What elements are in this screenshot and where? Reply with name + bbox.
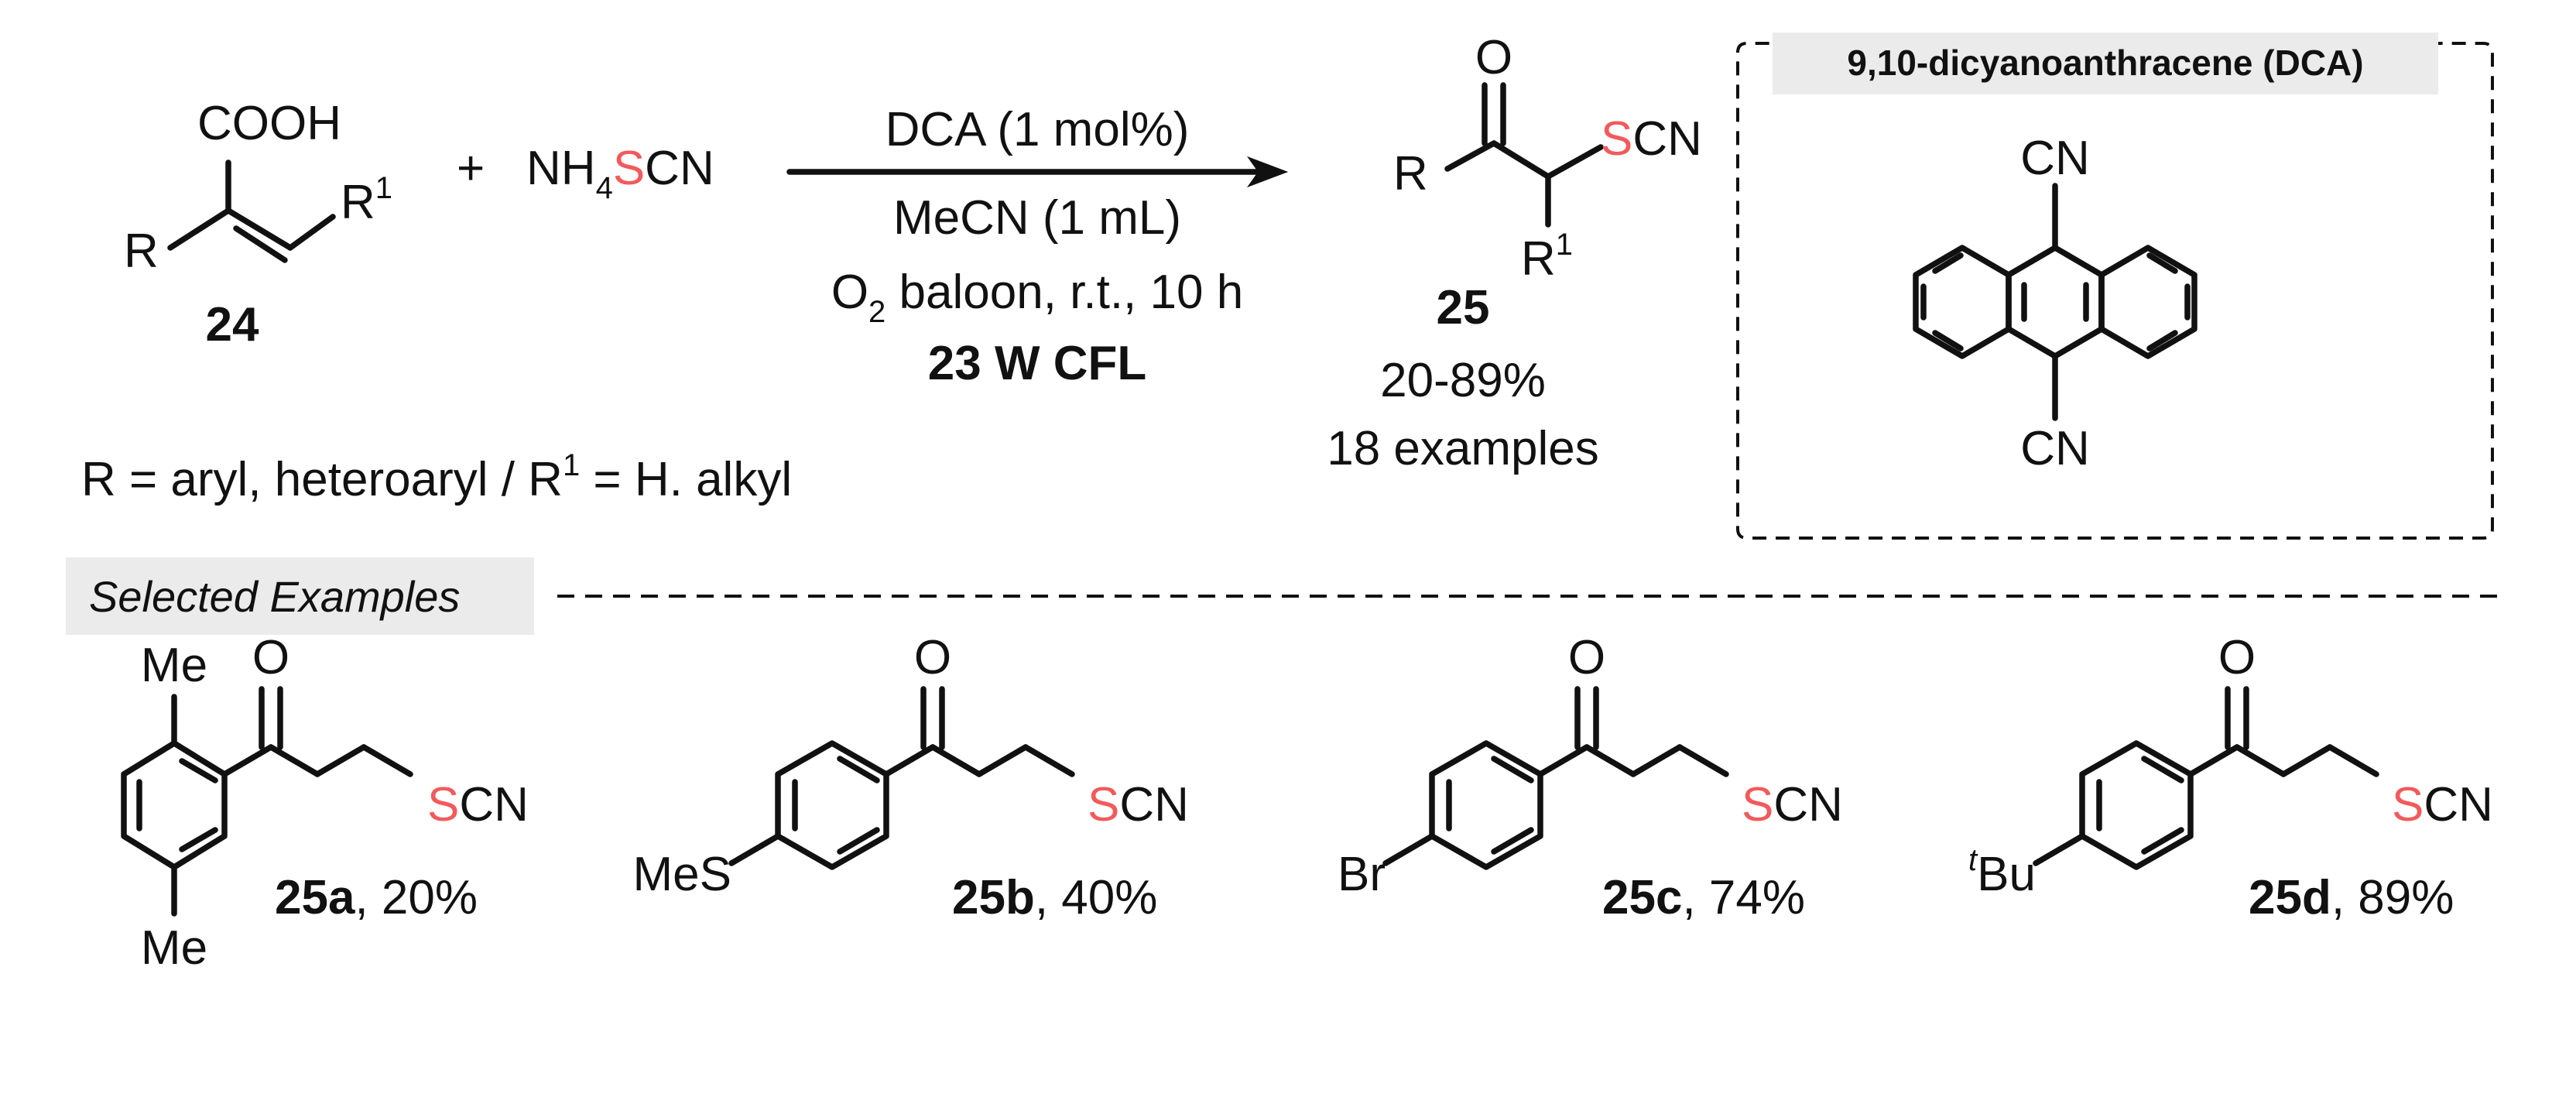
product-25: O R R1 SCN 25 20-89% 18 examples (1327, 31, 1702, 475)
product-o-label: O (1475, 31, 1512, 84)
example-25b-caption: 25b, 40% (952, 871, 1157, 924)
dca-cn-top: CN (2020, 132, 2090, 185)
condition-light: 23 W CFL (928, 337, 1146, 390)
product-r1-label: R1 (1521, 228, 1573, 286)
example-25c: Br O SCN 25c, 74% (1338, 631, 1843, 924)
example-25c-br: Br (1338, 848, 1386, 901)
condition-catalyst: DCA (1 mol%) (886, 103, 1190, 156)
condition-solvent: MeCN (1 mL) (893, 191, 1181, 245)
example-25b: MeS O SCN 25b, 40% (633, 631, 1189, 924)
example-25b-mes: MeS (633, 848, 731, 901)
anthracene-structure (1913, 183, 2197, 421)
example-25b-o: O (914, 631, 951, 684)
compound-label-25: 25 (1437, 281, 1490, 334)
substituent-scope-note: R = aryl, heteroaryl / R1 = H. alkyl (81, 448, 792, 506)
selected-examples-tag (66, 557, 534, 635)
example-25d: tBu O SCN 25d, 89% (1968, 631, 2493, 924)
example-25a-me-bottom: Me (141, 921, 207, 975)
example-25d-scn: SCN (2392, 778, 2493, 831)
catalyst-title: 9,10-dicyanoanthracene (DCA) (1847, 43, 2363, 83)
example-25c-scn: SCN (1742, 778, 1843, 831)
dca-cn-bottom: CN (2020, 422, 2090, 475)
product-r-label: R (1393, 147, 1428, 201)
compound-label-24: 24 (206, 298, 259, 351)
example-25a-scn: SCN (427, 778, 529, 831)
catalyst-box-border (1736, 42, 2494, 540)
nh-text: NH (526, 142, 596, 195)
example-25a-me-top: Me (141, 639, 207, 692)
example-25d-o: O (2218, 631, 2256, 684)
product-yield-range: 20-89% (1380, 354, 1546, 407)
catalyst-title-background (1773, 33, 2438, 94)
catalyst-box: 9,10-dicyanoanthracene (DCA) CN CN (1736, 33, 2494, 540)
example-25c-o: O (1568, 631, 1605, 684)
condition-atmosphere: O2 baloon, r.t., 10 h (831, 266, 1243, 329)
product-scn-label: SCN (1601, 112, 1702, 166)
acid-r1-label: R1 (341, 171, 392, 229)
example-25a-caption: 25a, 20% (275, 871, 478, 924)
svg-text:NH4SCN: NH4SCN (526, 142, 714, 205)
ammonium-thiocyanate: NH4SCN (526, 142, 714, 205)
product-example-count: 18 examples (1327, 422, 1599, 475)
example-25b-scn: SCN (1088, 778, 1189, 831)
example-25d-tbu: tBu (1968, 843, 2036, 901)
example-25d-caption: 25d, 89% (2249, 871, 2454, 924)
reaction-arrow (786, 156, 1289, 188)
example-25a: Me Me O SCN 25a, 20% (121, 631, 529, 975)
acid-r-label: R (124, 225, 159, 278)
example-25a-o: O (252, 631, 289, 684)
plus-sign: + (457, 142, 485, 195)
reactant-24: COOH R R1 24 (124, 97, 392, 351)
acid-cooh-label: COOH (197, 97, 341, 150)
selected-examples-label: Selected Examples (89, 572, 460, 621)
example-25c-caption: 25c, 74% (1602, 871, 1805, 924)
